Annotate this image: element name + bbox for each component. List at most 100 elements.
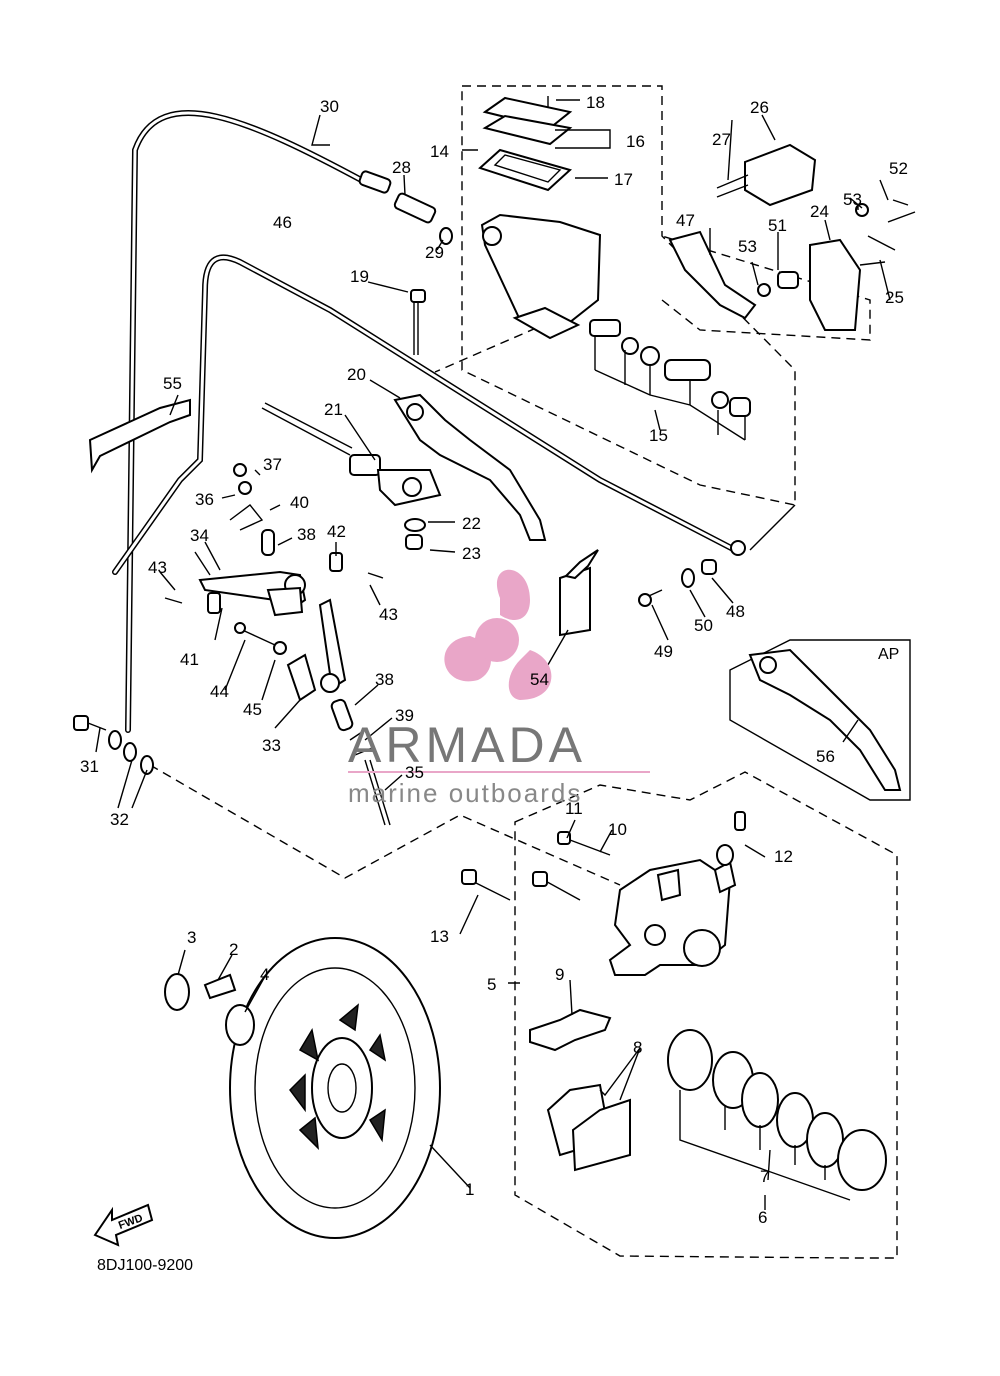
lever-pivot [406,403,424,421]
label-43b: 43 [379,605,398,624]
drawing-code: 8DJ100-9200 [97,1257,194,1274]
label-52: 52 [889,159,908,178]
label-51: 51 [768,216,787,235]
label-24: 24 [810,202,829,221]
caliper-5 [608,858,737,976]
switch-group-outline [661,235,871,341]
label-54: 54 [530,670,549,689]
parts-48-50 [638,540,746,607]
caliper-bolts [461,811,746,901]
hose-link-dash [434,321,551,373]
brake-disc-1 [229,937,441,1239]
label-12: 12 [774,847,793,866]
reservoir-cap-parts [478,96,573,192]
label-15: 15 [649,426,668,445]
label-26: 26 [750,98,769,117]
label-17: 17 [614,170,633,189]
label-38a: 38 [297,525,316,544]
label-55: 55 [163,374,182,393]
label-39: 39 [395,706,414,725]
label-8: 8 [633,1038,642,1057]
cable-adjuster-28 [358,170,437,224]
label-35: 35 [405,763,424,782]
label-22: 22 [462,514,481,533]
label-2: 2 [229,940,238,959]
parts-2-4 [164,973,255,1046]
label-46: 46 [273,213,292,232]
label-37: 37 [263,455,282,474]
label-16: 16 [626,132,645,151]
label-18: 18 [586,93,605,112]
label-27: 27 [712,130,731,149]
label-3: 3 [187,928,196,947]
label-7: 7 [760,1167,769,1186]
label-33: 33 [262,736,281,755]
label-32: 32 [110,810,129,829]
label-38b: 38 [375,670,394,689]
label-56: 56 [816,747,835,766]
pad-clip-9 [529,1008,612,1052]
label-54 [559,549,599,637]
label-19: 19 [350,267,369,286]
cable-30 [125,110,368,733]
bracket-24 [809,238,862,331]
label-1: 1 [465,1180,474,1199]
clip-55 [88,398,191,474]
label-4: 4 [260,965,269,984]
caliper-link-dash [149,764,621,886]
brake-lever-20 [393,393,547,541]
label-47: 47 [676,211,695,230]
label-23: 23 [462,544,481,563]
master-cylinder-group-outline [461,85,796,506]
master-cylinder-body [439,213,602,340]
label-29: 29 [425,243,444,262]
leader-lines [95,99,909,1210]
label-9: 9 [555,965,564,984]
label-50: 50 [694,616,713,635]
lever-47 [668,230,757,320]
label-30: 30 [320,97,339,116]
bracket-21 [261,402,442,507]
label-5: 5 [487,975,496,994]
fwd-arrow-icon: FWD [93,1203,154,1247]
parts-22-23 [404,518,426,550]
rod-33-assembly [286,598,347,702]
label-25: 25 [885,288,904,307]
label-49: 49 [654,642,673,661]
cable-46 [112,254,738,575]
label-31: 31 [80,757,99,776]
label-40: 40 [290,493,309,512]
part-labels: 1 2 3 4 5 6 7 8 9 10 11 12 13 14 15 16 1… [80,93,908,1227]
label-53a: 53 [843,190,862,209]
label-28: 28 [392,158,411,177]
label-11: 11 [565,799,583,818]
label-34: 34 [190,526,209,545]
watermark-brand: ARMADA [348,717,586,773]
label-10: 10 [608,820,627,839]
label-41: 41 [180,650,199,669]
small-hardware [164,463,391,826]
brake-pads-8 [546,1083,631,1172]
cable-leader [749,504,796,551]
label-42: 42 [327,522,346,541]
bolt-31-washers-32 [73,715,154,775]
switch-26 [716,143,817,207]
watermark-subtitle: marine outboards [348,778,582,808]
propeller-logo-icon [444,569,552,700]
label-45: 45 [243,700,262,719]
inset-box [729,639,911,801]
caliper-group-outline [514,771,898,1259]
piston-kit-15 [589,319,751,441]
pistons-6-seals-7 [667,1029,887,1201]
label-44: 44 [210,682,229,701]
label-14: 14 [430,142,449,161]
watermark: ARMADA marine outboards [348,569,650,808]
lever-56 [748,648,902,791]
label-43a: 43 [148,558,167,577]
label-48: 48 [726,602,745,621]
bolt-19 [410,289,426,355]
arm-34 [198,570,307,617]
label-21: 21 [324,400,343,419]
label-6: 6 [758,1208,767,1227]
